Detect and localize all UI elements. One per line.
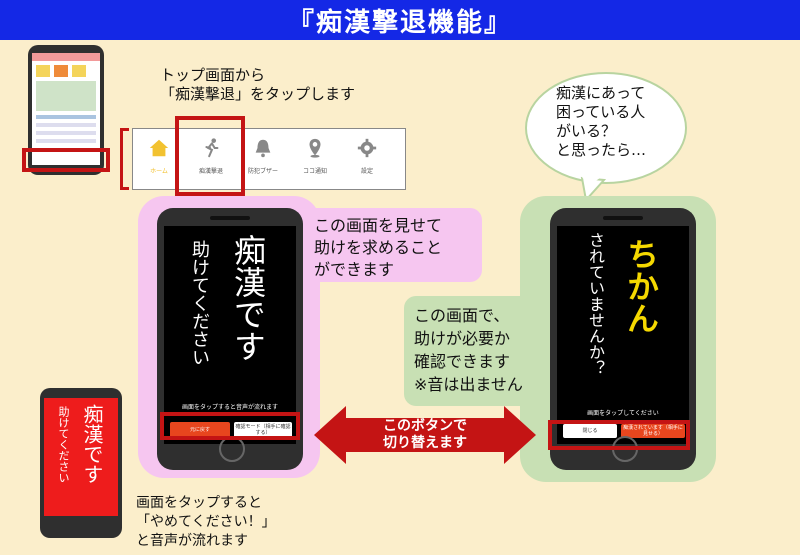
runner-icon [205,138,219,158]
nav-bar-bracket [120,128,129,190]
speech-bubble-text: 痴漢にあって 困っている人 がいる？ と思ったら… [556,84,647,159]
red-screen[interactable]: 痴漢です 助けてください [44,398,118,516]
red-sub-text: 助けてください [57,406,70,483]
home-screen-phone [28,45,104,175]
chikan-sub-text: 助けてください [189,240,210,366]
nav-item-buzzer[interactable]: 防犯ブザー [237,129,289,189]
top-caption: トップ画面から 「痴漢撃退」をタップします [160,66,356,103]
pin-icon [309,138,321,158]
phone-check-screen[interactable]: ちかん されていませんか？ 画面をタップしてください 閉じる 痴漢されています（… [557,226,689,444]
confirm-mode-button[interactable]: 確認モード（相手に確認する） [234,422,292,438]
red-main-text: 痴漢です [80,404,104,484]
nav-item-settings[interactable]: 設定 [341,129,393,189]
arrow-label: このボタンで 切り替えます [383,418,467,451]
nav-item-koko-notify[interactable]: ココ通知 [289,129,341,189]
home-icon [149,139,169,157]
being-groped-button[interactable]: 痴漢されています（相手に見せる） [621,424,685,438]
close-button[interactable]: 閉じる [563,424,617,438]
nav-label-settings: 設定 [360,168,373,175]
phone-check-mode: ちかん されていませんか？ 画面をタップしてください 閉じる 痴漢されています（… [550,208,696,470]
bell-icon [255,139,271,158]
check-question-text: されていませんか？ [586,232,605,376]
home-nav-highlight [22,148,110,172]
left-buttons-highlight [160,412,300,440]
chikan-hiragana-text: ちかん [622,238,660,334]
right-buttons-highlight [548,420,690,450]
home-screen [32,53,100,165]
green-caption: この画面で、 助けが必要か 確認できます ※音は出ません [414,306,523,394]
red-screen-phone: 痴漢です 助けてください [40,388,122,538]
nav-label-home: ホーム [150,168,168,175]
green-caption-box [404,296,546,406]
bottom-caption: 画面をタップすると 「やめてください！」 と音声が流れます [136,495,276,549]
revert-button[interactable]: 元に戻す [170,422,230,438]
chikan-hint-text: 画面をタップすると音声が流れます [181,404,278,411]
gear-icon [357,138,377,158]
phone-chikan-screen[interactable]: 痴漢です 助けてください 画面をタップすると音声が流れます 元に戻す 確認モード… [164,226,296,444]
title-banner: 『痴漢撃退機能』 [0,0,800,40]
nav-item-home[interactable]: ホーム [133,129,185,189]
check-hint-text: 画面をタップしてください [587,410,659,417]
pink-caption: この画面を見せて 助けを求めること ができます [314,216,443,279]
nav-label-koko-notify: ココ通知 [302,168,327,175]
chikan-main-text: 痴漢です [229,234,267,362]
pink-caption-box [304,208,482,282]
nav-bar: ホーム 痴漢撃退 防犯ブザー ココ通知 設定 [132,128,406,190]
phone-chikan-mode: 痴漢です 助けてください 画面をタップすると音声が流れます 元に戻す 確認モード… [157,208,303,470]
nav-item-chikan-gekitai[interactable]: 痴漢撃退 [185,129,237,189]
double-arrow-icon [314,406,536,464]
nav-highlight-chikan-gekitai [175,116,245,196]
page-title: 『痴漢撃退機能』 [287,7,512,38]
speech-bubble [525,72,687,202]
nav-label-buzzer: 防犯ブザー [247,168,278,175]
nav-label-chikan-gekitai: 痴漢撃退 [198,168,223,175]
